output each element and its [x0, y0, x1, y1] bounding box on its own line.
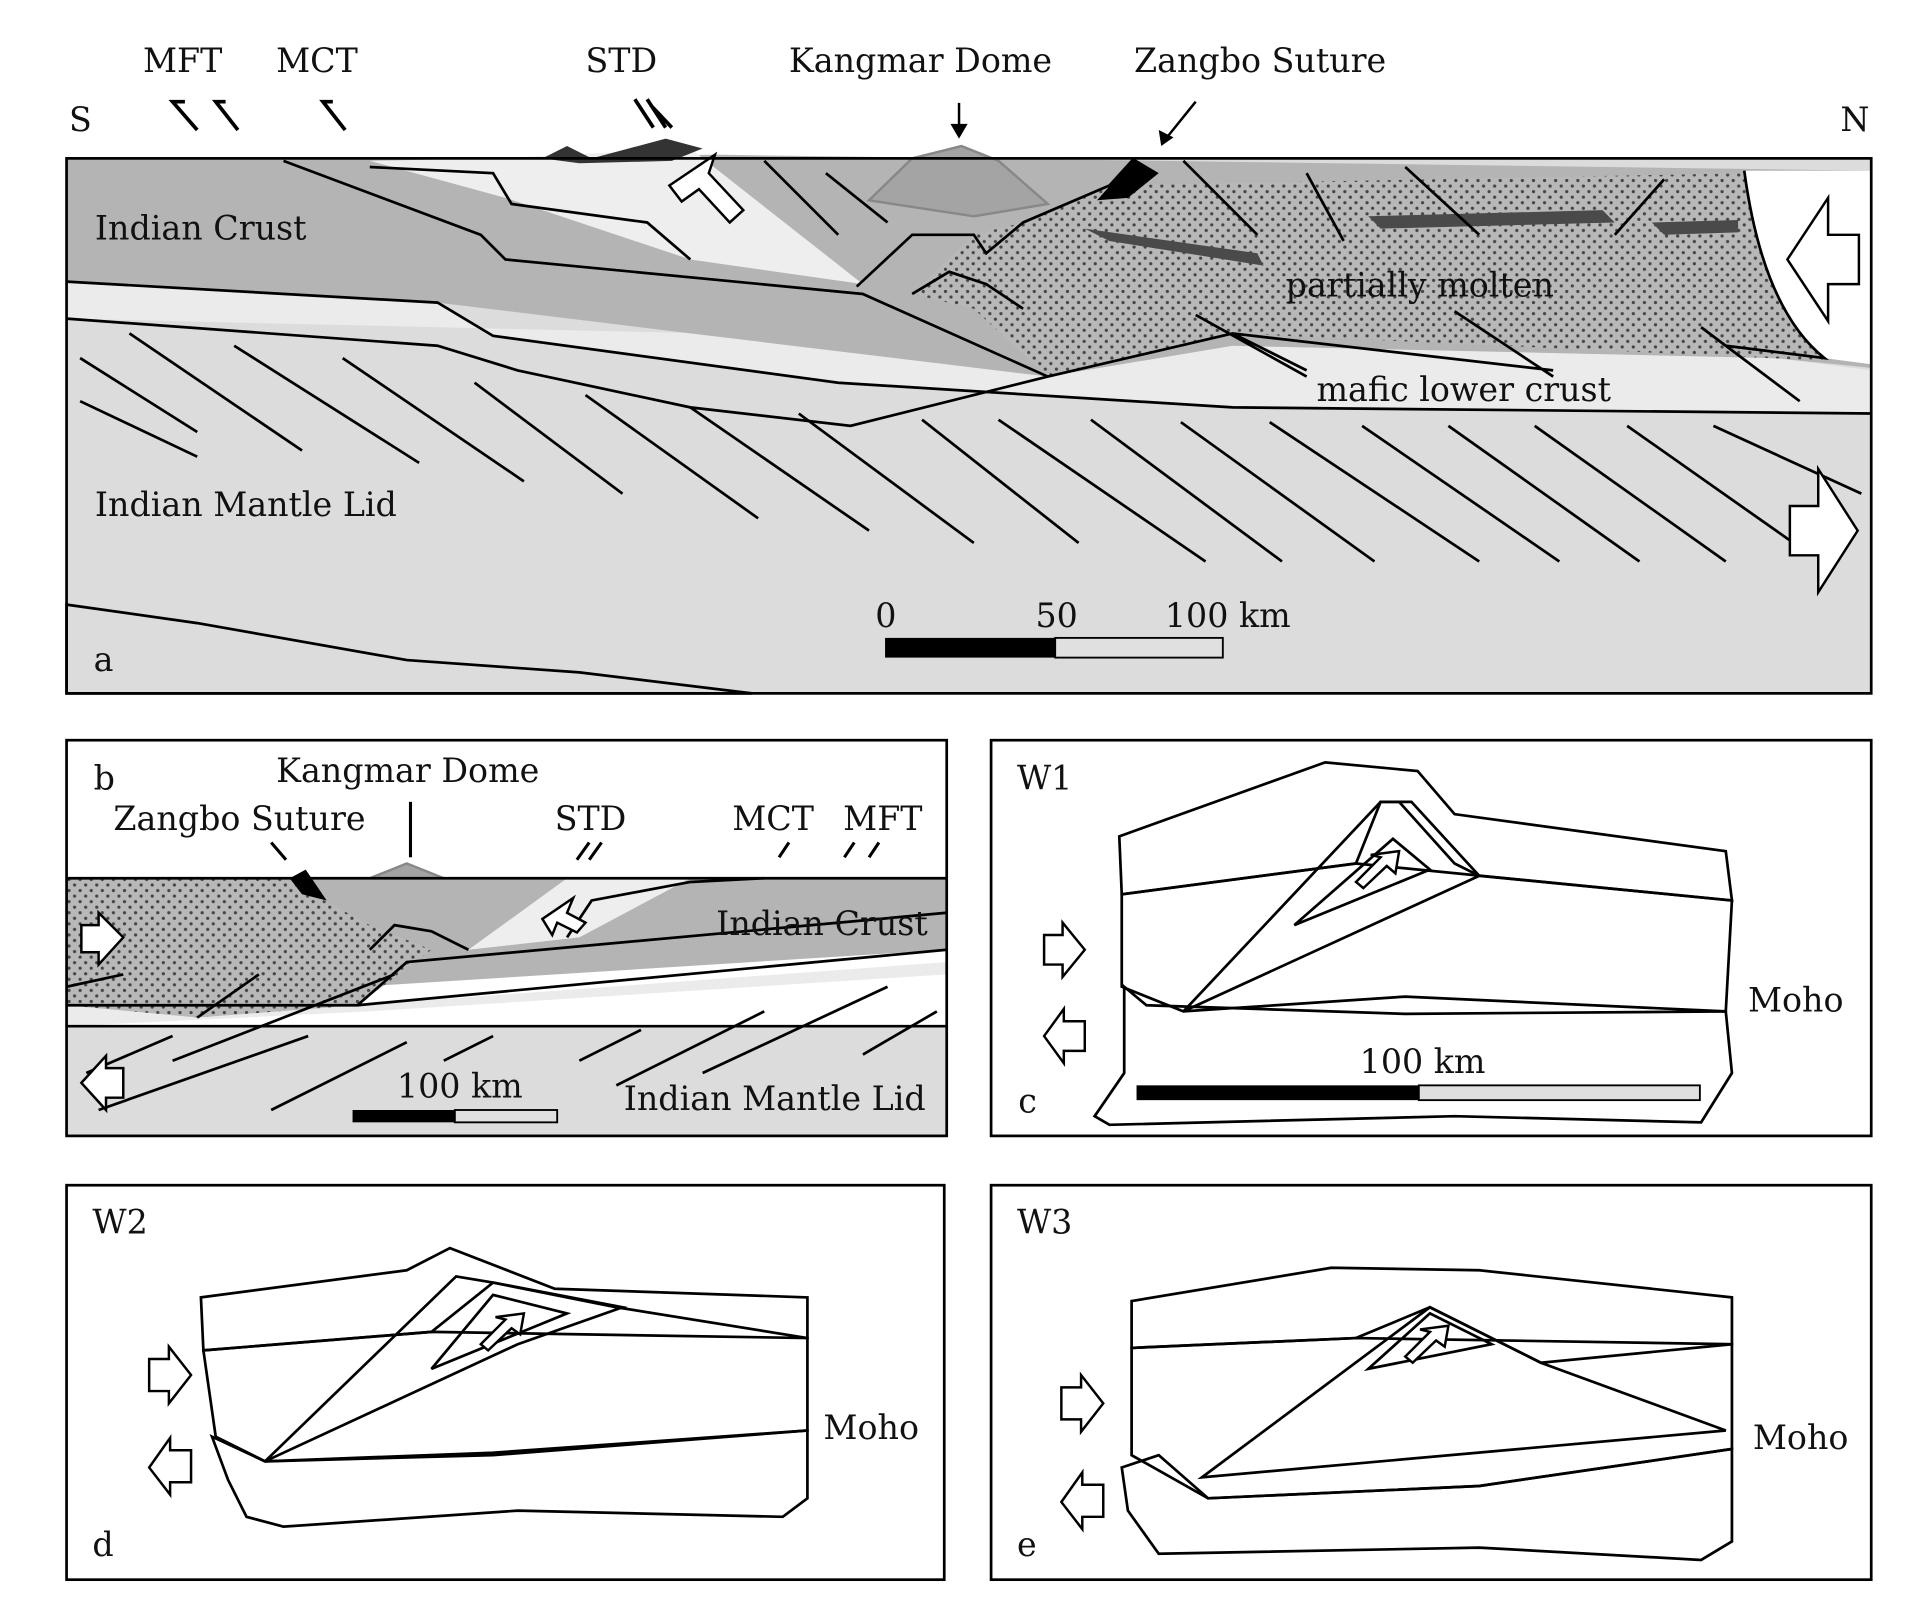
zangbo-suture-ophiolite	[1097, 158, 1159, 201]
mantle-fabric-lines	[79, 332, 1862, 563]
label-mafic-lower-crust: mafic lower crust	[1317, 370, 1612, 409]
label-std-b: STD	[555, 799, 627, 838]
panel-letter-a: a	[94, 640, 114, 679]
svg-text:0: 0	[875, 596, 896, 635]
svg-text:50: 50	[1035, 596, 1077, 635]
label-indian-mantle-lid: Indian Mantle Lid	[95, 485, 397, 524]
label-moho-e: Moho	[1753, 1418, 1849, 1457]
svg-text:100 km: 100 km	[1165, 596, 1291, 635]
moho-line	[66, 280, 1872, 415]
convergence-arrow-icon-b	[80, 909, 125, 968]
label-indian-crust: Indian Crust	[95, 209, 307, 248]
label-indian-mantle-lid-b: Indian Mantle Lid	[624, 1079, 926, 1118]
label-zangbo-suture: Zangbo Suture	[1134, 41, 1386, 80]
label-moho-c: Moho	[1748, 980, 1844, 1019]
model-label-w3: W3	[1017, 1202, 1072, 1241]
label-partially-molten: partially molten	[1286, 265, 1554, 304]
underthrust-arrow-icon-c	[1042, 1005, 1087, 1067]
fault-sense-icons-b	[270, 801, 881, 861]
convergence-arrow-icon-d	[147, 1343, 193, 1407]
leucogranite-region	[369, 148, 863, 285]
panel-letter-c: c	[1018, 1081, 1037, 1120]
label-zangbo-suture-b: Zangbo Suture	[113, 799, 365, 838]
label-kangmar-dome: Kangmar Dome	[789, 41, 1052, 80]
extrusion-arrow-icon-e	[1403, 1324, 1450, 1365]
label-mct: MCT	[276, 41, 358, 80]
panel-e: W3 e Moho	[989, 1183, 1873, 1582]
underthrust-arrow-icon-b	[79, 1052, 125, 1114]
convergence-arrow-left-icon	[1785, 193, 1861, 326]
convergence-arrow-icon-e	[1060, 1371, 1105, 1436]
label-indian-crust-b: Indian Crust	[716, 904, 928, 943]
scale-bar-a: 0 50 100 km	[875, 596, 1291, 659]
scale-label-c: 100 km	[1360, 1042, 1486, 1081]
panel-letter-d: d	[92, 1525, 113, 1564]
model-label-w1: W1	[1017, 759, 1072, 798]
panel-d: W2 d Moho	[65, 1183, 946, 1582]
panel-b: b Kangmar Dome Zangbo Suture STD MCT MFT…	[65, 738, 949, 1138]
label-south: S	[69, 100, 92, 139]
dark-lenses	[1084, 210, 1739, 266]
label-std: STD	[586, 41, 658, 80]
extrusion-arrow-icon-d	[478, 1311, 526, 1353]
underthrust-arrow-icon-e	[1059, 1468, 1105, 1533]
partially-molten-region	[912, 173, 1825, 377]
panel-letter-e: e	[1017, 1525, 1037, 1564]
fault-sense-icons	[168, 98, 1197, 141]
model-label-w2: W2	[92, 1202, 147, 1241]
label-kangmar-dome-b: Kangmar Dome	[276, 751, 539, 790]
extrusion-arrow-icon-b	[540, 894, 588, 938]
panel-a: MFT MCT STD Kangmar Dome Zangbo Suture S…	[65, 41, 1873, 695]
label-moho-d: Moho	[823, 1408, 919, 1447]
underthrust-arrow-right-icon	[1788, 464, 1860, 597]
pointer-arrowheads	[950, 123, 1174, 147]
scale-label-b: 100 km	[397, 1067, 523, 1106]
panel-c: W1 c Moho 100 km	[989, 738, 1873, 1138]
label-mct-b: MCT	[732, 799, 814, 838]
underthrust-arrow-icon-d	[147, 1434, 193, 1499]
label-north: N	[1840, 100, 1869, 139]
extrusion-arrow-icon-c	[1354, 849, 1401, 890]
panel-letter-b: b	[94, 759, 115, 798]
label-mft-b: MFT	[843, 799, 922, 838]
label-mft: MFT	[143, 41, 222, 80]
convergence-arrow-icon-c	[1042, 919, 1087, 981]
